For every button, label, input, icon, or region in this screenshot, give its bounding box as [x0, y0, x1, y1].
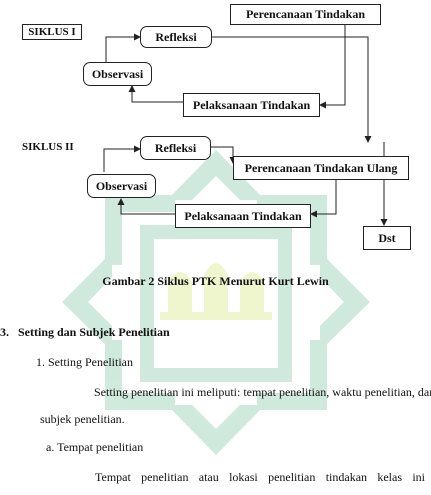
cycle1-reflection-box: Refleksi	[140, 26, 212, 48]
cycle1-label-text: SIKLUS I	[28, 26, 76, 38]
word: tindakan	[325, 470, 368, 484]
arrow-planning-to-action	[319, 25, 346, 109]
subsection-heading: 1. Setting Penelitian	[36, 355, 133, 369]
cycle2-continue-text: Dst	[378, 230, 396, 245]
paragraph-line-1: Setting penelitian ini meliputi: tempat …	[94, 385, 431, 399]
cycle2-label-text: SIKLUS II	[22, 141, 74, 153]
word: ini	[412, 470, 425, 484]
cycle2-reflection-text: Refleksi	[154, 140, 197, 155]
arrow-action-to-observation	[128, 85, 183, 103]
cycle2-observation-text: Observasi	[95, 178, 148, 193]
cycle1-action-text: Pelaksanaan Tindakan	[192, 97, 311, 112]
word: lokasi	[229, 470, 258, 484]
arrow-reflection-to-planning	[212, 36, 372, 143]
word: Tempat	[95, 470, 131, 484]
justified-last-line: Tempat penelitian atau lokasi penelitian…	[95, 470, 425, 485]
cycle2-label: SIKLUS II	[22, 141, 74, 153]
word: penelitian	[141, 470, 189, 484]
cycle1-planning-text: Perencanaan Tindakan	[245, 7, 366, 21]
word: atau	[198, 470, 219, 484]
word: penelitian	[268, 470, 316, 484]
item-a-heading: a. Tempat penelitian	[46, 440, 144, 454]
cycle2-replanning-text: Perencanaan Tindakan Ulang	[244, 160, 398, 175]
section-heading: 3. Setting dan Subjek Penelitian	[0, 325, 170, 340]
cycle2-action-box: Pelaksanaan Tindakan	[175, 204, 311, 228]
paragraph-line-2: subjek penelitian.	[40, 412, 125, 426]
arrow-observation2-to-reflection	[103, 145, 141, 172]
cycle2-action-text: Pelaksanaan Tindakan	[184, 208, 302, 223]
arrow-action2-to-observation	[117, 198, 175, 215]
arrow-replanning-to-action	[310, 178, 337, 218]
cycle2-replanning-box: Perencanaan Tindakan Ulang	[233, 156, 409, 180]
section-number: 3.	[0, 325, 9, 339]
arrow-observation-to-reflection	[105, 33, 141, 62]
figure-caption: Gambar 2 Siklus PTK Menurut Kurt Lewin	[102, 274, 329, 288]
cycle1-observation-text: Observasi	[91, 66, 144, 81]
cycle2-reflection-box: Refleksi	[140, 136, 211, 160]
cycle1-label: SIKLUS I	[22, 24, 82, 40]
cycle1-reflection-text: Refleksi	[155, 29, 197, 44]
arrow-reflection2-to-replanning	[211, 146, 237, 164]
cycle2-observation-box: Observasi	[87, 174, 156, 198]
cycle1-planning-box: Perencanaan Tindakan	[230, 4, 381, 25]
cycle2-continue-box: Dst	[363, 226, 411, 250]
section-title: Setting dan Subjek Penelitian	[18, 325, 170, 339]
cycle1-observation-box: Observasi	[83, 62, 152, 86]
word: kelas	[377, 470, 402, 484]
cycle1-action-box: Pelaksanaan Tindakan	[183, 93, 320, 117]
